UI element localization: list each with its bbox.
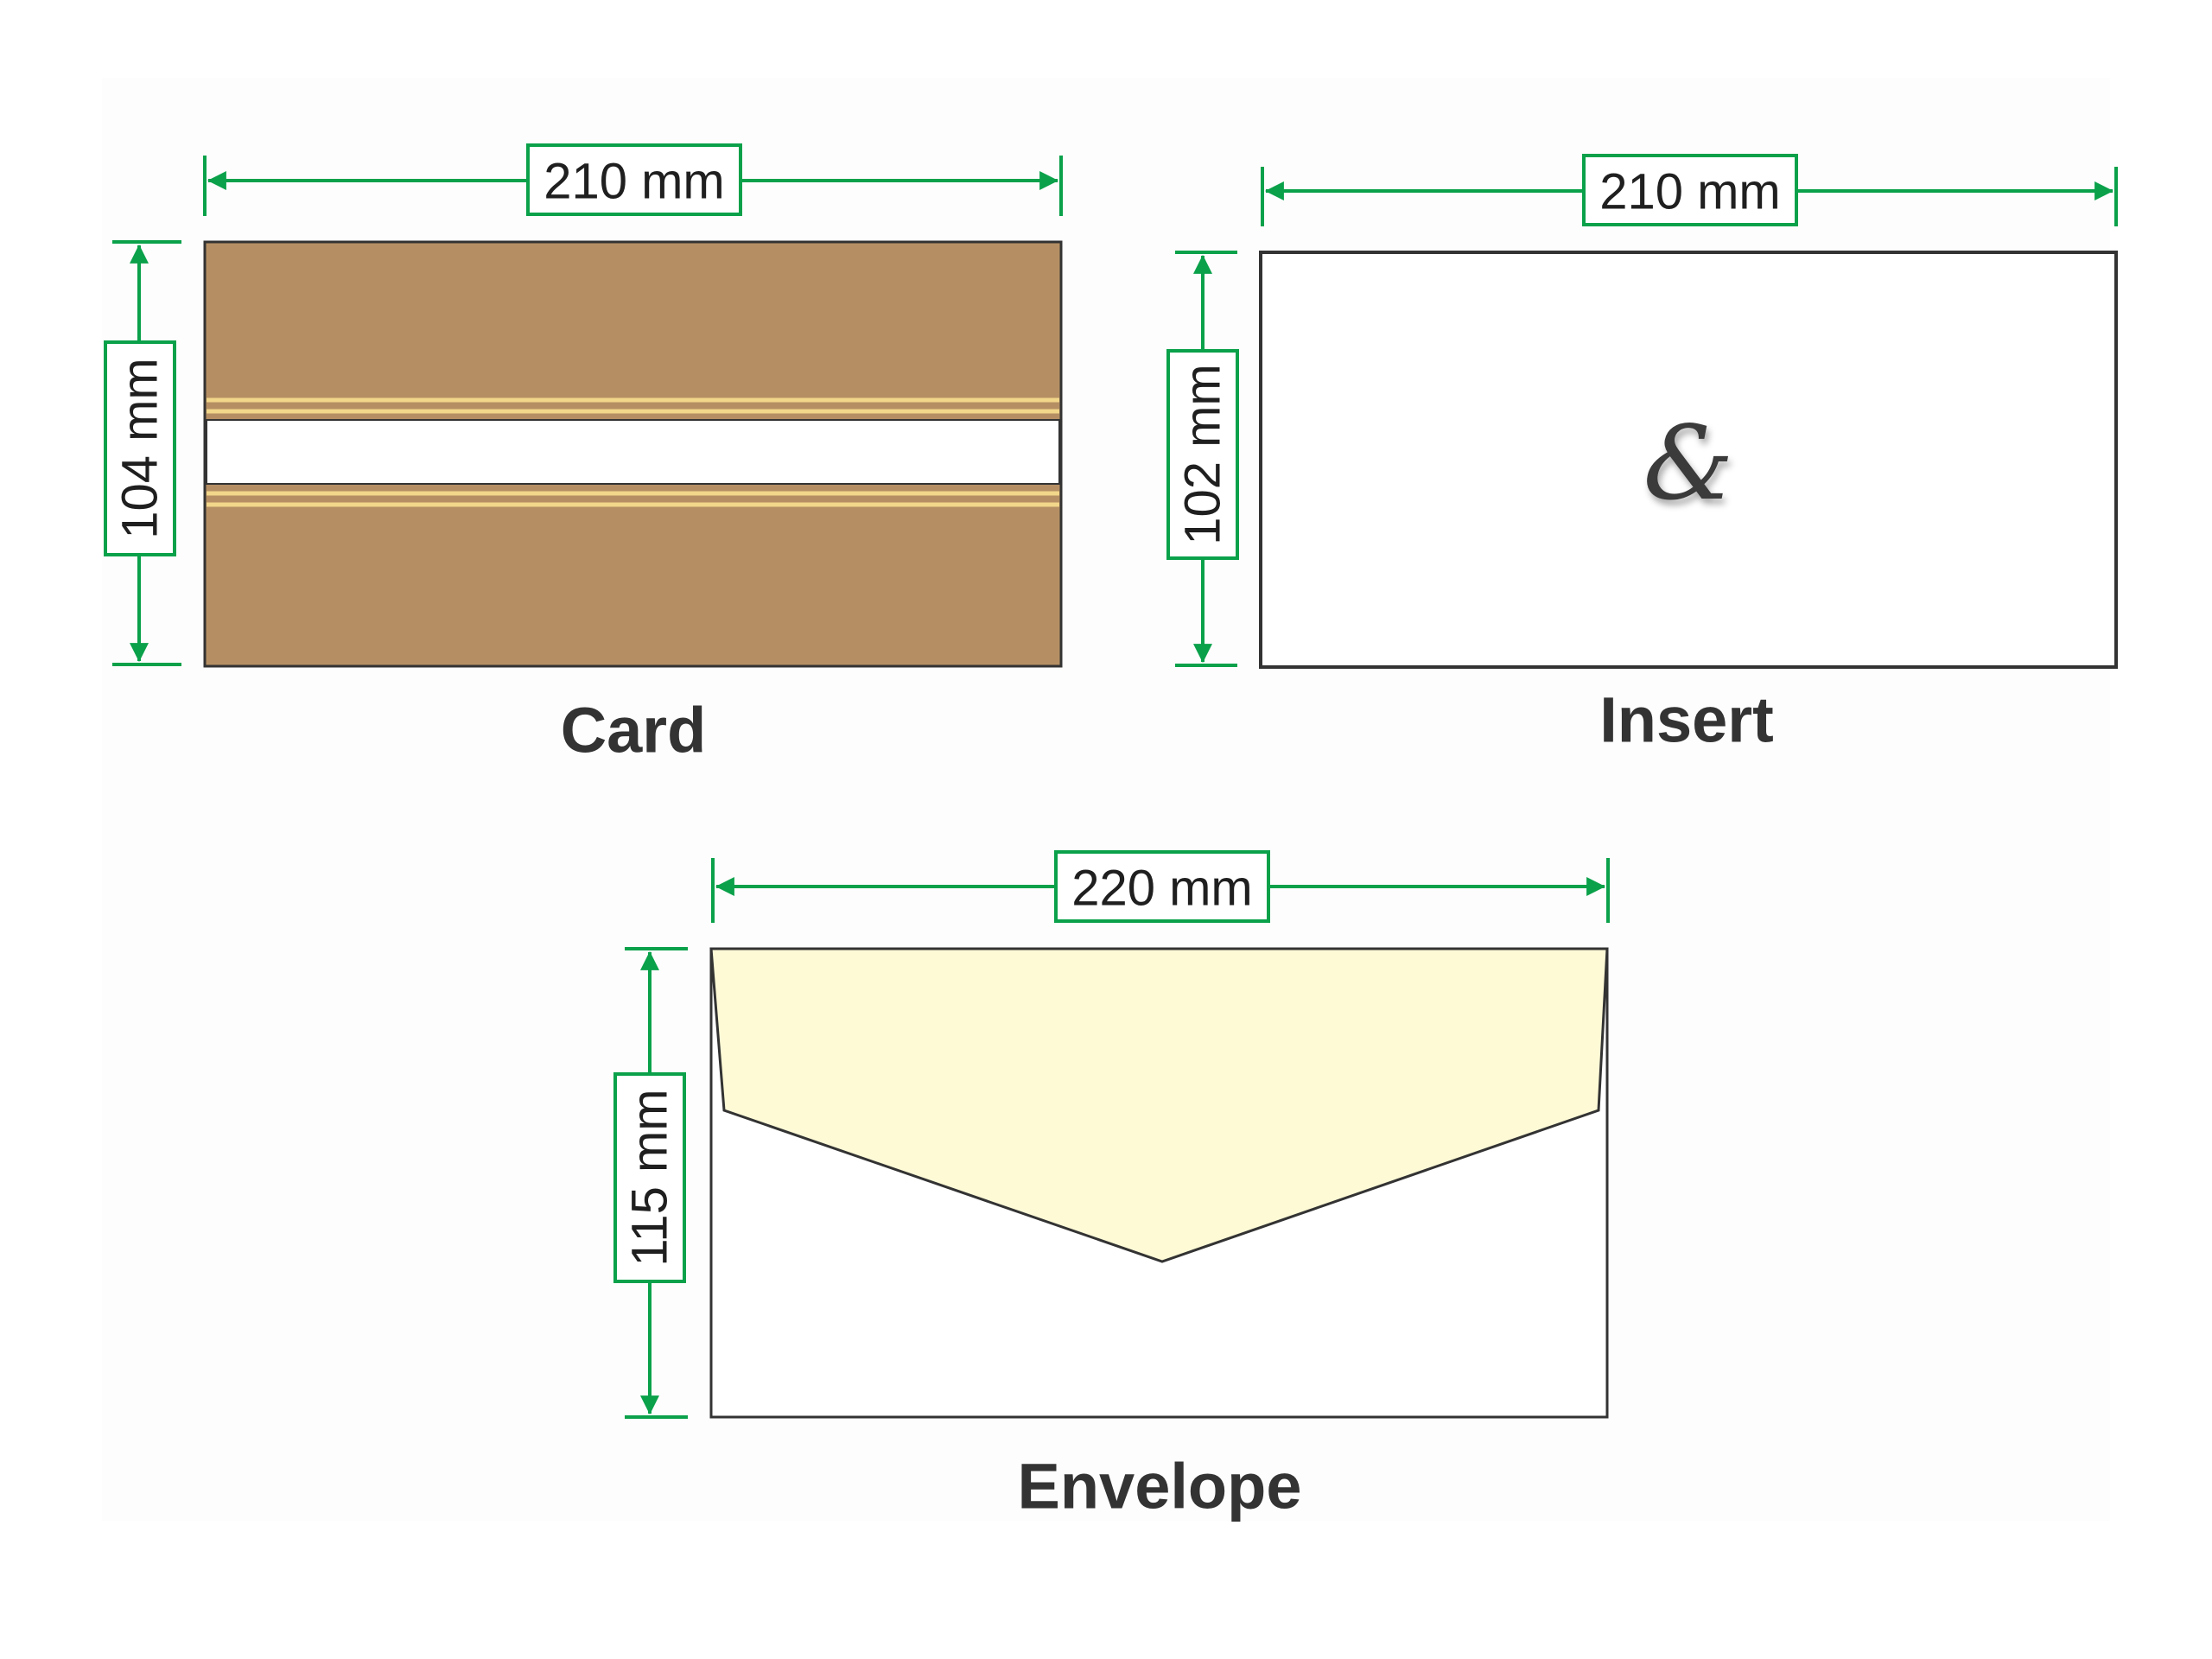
insert-width-label-box [1582, 154, 1798, 226]
insert-group: & 210 mm 102 mm Insert [1166, 154, 2118, 756]
envelope-title: Envelope [1018, 1451, 1302, 1522]
card-window [206, 419, 1060, 485]
insert-height-label-box [1166, 349, 1239, 560]
envelope-flap [709, 947, 1609, 1263]
envelope-width-label-box [1054, 850, 1270, 923]
card-group: 210 mm 104 mm Card [104, 143, 1063, 766]
card-height-label: 104 mm [112, 358, 168, 539]
card-stripes-top [207, 397, 1059, 414]
envelope-height-label-box [613, 1072, 686, 1283]
card-width-label-box [526, 143, 742, 216]
envelope-height-label: 115 mm [622, 1089, 678, 1266]
insert-body [1259, 251, 2118, 669]
insert-title: Insert [1599, 684, 1774, 756]
envelope-group: 220 mm 115 mm Envelope [613, 850, 1610, 1522]
envelope-width-label: 220 mm [1071, 861, 1253, 917]
card-height-label-box [104, 340, 176, 556]
insert-ampersand-motif: & [1643, 404, 1733, 523]
insert-width-label: 210 mm [1599, 164, 1781, 220]
insert-height-label: 102 mm [1175, 364, 1231, 545]
card-stripes-bottom [207, 491, 1059, 507]
card-title: Card [561, 695, 707, 766]
card-width-label: 210 mm [543, 154, 725, 210]
